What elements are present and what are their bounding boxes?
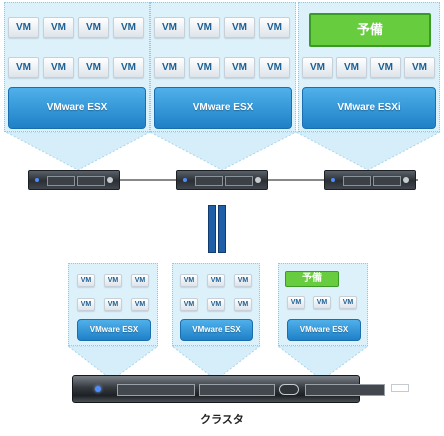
- hypervisor-bar: VMware ESX: [8, 87, 146, 129]
- vm-tile: VM: [189, 17, 220, 38]
- vm-tile: VM: [180, 298, 198, 311]
- vm-tile: VM: [8, 17, 39, 38]
- cluster-host-2: VM VM VM VM VM VM VMware ESX: [172, 263, 260, 346]
- vm-tile: VM: [224, 57, 255, 78]
- cluster-server: [72, 375, 409, 403]
- server-unit-1: [28, 170, 120, 190]
- power-led-icon: [95, 386, 101, 392]
- cluster-host-3: 予備 VM VM VM VMware ESX: [278, 263, 368, 346]
- vm-tile: VM: [207, 274, 225, 287]
- vm-tile: VM: [259, 57, 290, 78]
- vm-tile: VM: [8, 57, 39, 78]
- cluster-label: クラスタ: [200, 414, 244, 426]
- vm-tile: VM: [131, 298, 149, 311]
- vm-tile: VM: [189, 57, 220, 78]
- drive-bay-icon: [305, 384, 385, 396]
- vm-tile: VM: [404, 57, 435, 78]
- drive-bay-icon: [373, 176, 401, 186]
- projection-triangle: [66, 345, 160, 381]
- projection-triangle: [295, 131, 441, 171]
- vm-tile: VM: [339, 296, 357, 309]
- knob-icon: [403, 177, 409, 183]
- vm-tile: VM: [234, 274, 252, 287]
- transition-bar-icon: [218, 205, 226, 253]
- knob-icon: [255, 177, 261, 183]
- vm-tile: VM: [154, 57, 185, 78]
- top-host-3: 予備 VM VM VM VM VMware ESXi: [298, 2, 440, 132]
- vm-tile: VM: [154, 17, 185, 38]
- drive-bay-icon: [47, 176, 75, 186]
- vm-tile: VM: [313, 296, 331, 309]
- vm-tile: VM: [113, 17, 144, 38]
- drive-bay-icon: [117, 384, 195, 396]
- hypervisor-bar: VMware ESX: [287, 319, 361, 341]
- top-host-1: VM VM VM VM VM VM VM VM VMware ESX: [4, 2, 150, 132]
- power-led-icon: [35, 178, 39, 182]
- server-unit-3: [324, 170, 416, 190]
- projection-triangle: [5, 131, 151, 171]
- vm-tile: VM: [287, 296, 305, 309]
- drive-bay-icon: [225, 176, 253, 186]
- button-icon: [279, 384, 299, 395]
- vm-tile: VM: [224, 17, 255, 38]
- vm-tile: VM: [77, 298, 95, 311]
- hypervisor-bar: VMware ESXi: [302, 87, 436, 129]
- vm-tile: VM: [259, 17, 290, 38]
- projection-triangle: [276, 345, 370, 381]
- top-host-2: VM VM VM VM VM VM VM VM VMware ESX: [150, 2, 296, 132]
- spare-label: 予備: [285, 271, 339, 287]
- vm-tile: VM: [78, 57, 109, 78]
- knob-icon: [107, 177, 113, 183]
- vm-tile: VM: [336, 57, 367, 78]
- vm-tile: VM: [302, 57, 333, 78]
- projection-triangle: [170, 345, 262, 381]
- vm-tile: VM: [370, 57, 401, 78]
- vm-tile: VM: [180, 274, 198, 287]
- vm-tile: VM: [207, 298, 225, 311]
- vm-tile: VM: [131, 274, 149, 287]
- projection-triangle: [149, 131, 297, 171]
- hypervisor-bar: VMware ESX: [77, 319, 151, 341]
- transition-bar-icon: [208, 205, 216, 253]
- vm-tile: VM: [104, 298, 122, 311]
- hypervisor-bar: VMware ESX: [154, 87, 292, 129]
- drive-bay-icon: [199, 384, 275, 396]
- power-led-icon: [183, 178, 187, 182]
- cluster-host-1: VM VM VM VM VM VM VMware ESX: [68, 263, 158, 346]
- spare-label: 予備: [309, 13, 431, 47]
- vm-tile: VM: [43, 57, 74, 78]
- vm-tile: VM: [77, 274, 95, 287]
- drive-bay-icon: [195, 176, 223, 186]
- power-led-icon: [331, 178, 335, 182]
- hypervisor-bar: VMware ESX: [180, 319, 253, 341]
- vm-tile: VM: [234, 298, 252, 311]
- vm-tile: VM: [78, 17, 109, 38]
- drive-bay-icon: [343, 176, 371, 186]
- vm-tile: VM: [43, 17, 74, 38]
- drive-bay-icon: [77, 176, 105, 186]
- slot-icon: [391, 384, 409, 392]
- vm-tile: VM: [104, 274, 122, 287]
- server-unit-2: [176, 170, 268, 190]
- vm-tile: VM: [113, 57, 144, 78]
